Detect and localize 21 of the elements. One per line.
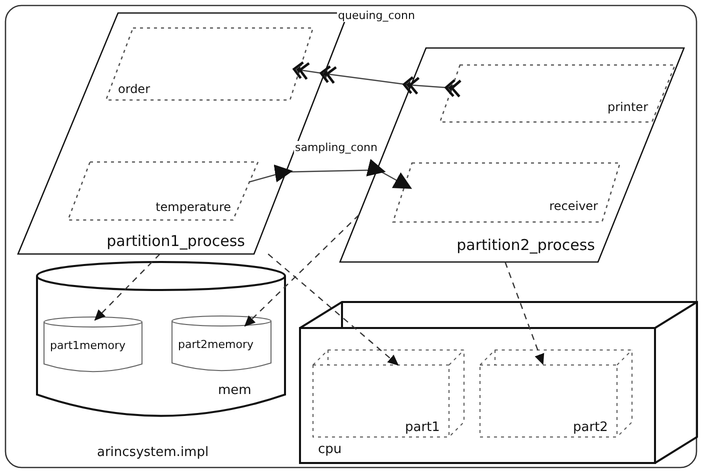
node-label: mem — [218, 384, 252, 397]
node-label: temperature — [156, 201, 231, 213]
node-label: part2 — [573, 421, 608, 434]
node-label: order — [118, 83, 150, 95]
binding-arrow — [94, 254, 160, 321]
binding-arrow — [244, 214, 360, 327]
node-label: receiver — [549, 200, 598, 212]
node-label: arincsystem.impl — [97, 446, 209, 459]
node-label: part1 — [405, 421, 440, 434]
binding-arrow — [504, 262, 544, 365]
node-label: part2memory — [178, 339, 254, 350]
port-connection — [292, 61, 462, 98]
edge-label: queuing_conn — [337, 9, 416, 22]
node-label: partition2_process — [456, 238, 595, 253]
node-label: printer — [607, 101, 648, 113]
node-label: partition1_process — [106, 234, 245, 249]
port-connection — [248, 159, 412, 189]
edge-label: sampling_conn — [294, 141, 378, 154]
binding-arrow — [268, 254, 399, 366]
node-label: cpu — [318, 443, 342, 456]
node-label: part1memory — [50, 340, 126, 351]
